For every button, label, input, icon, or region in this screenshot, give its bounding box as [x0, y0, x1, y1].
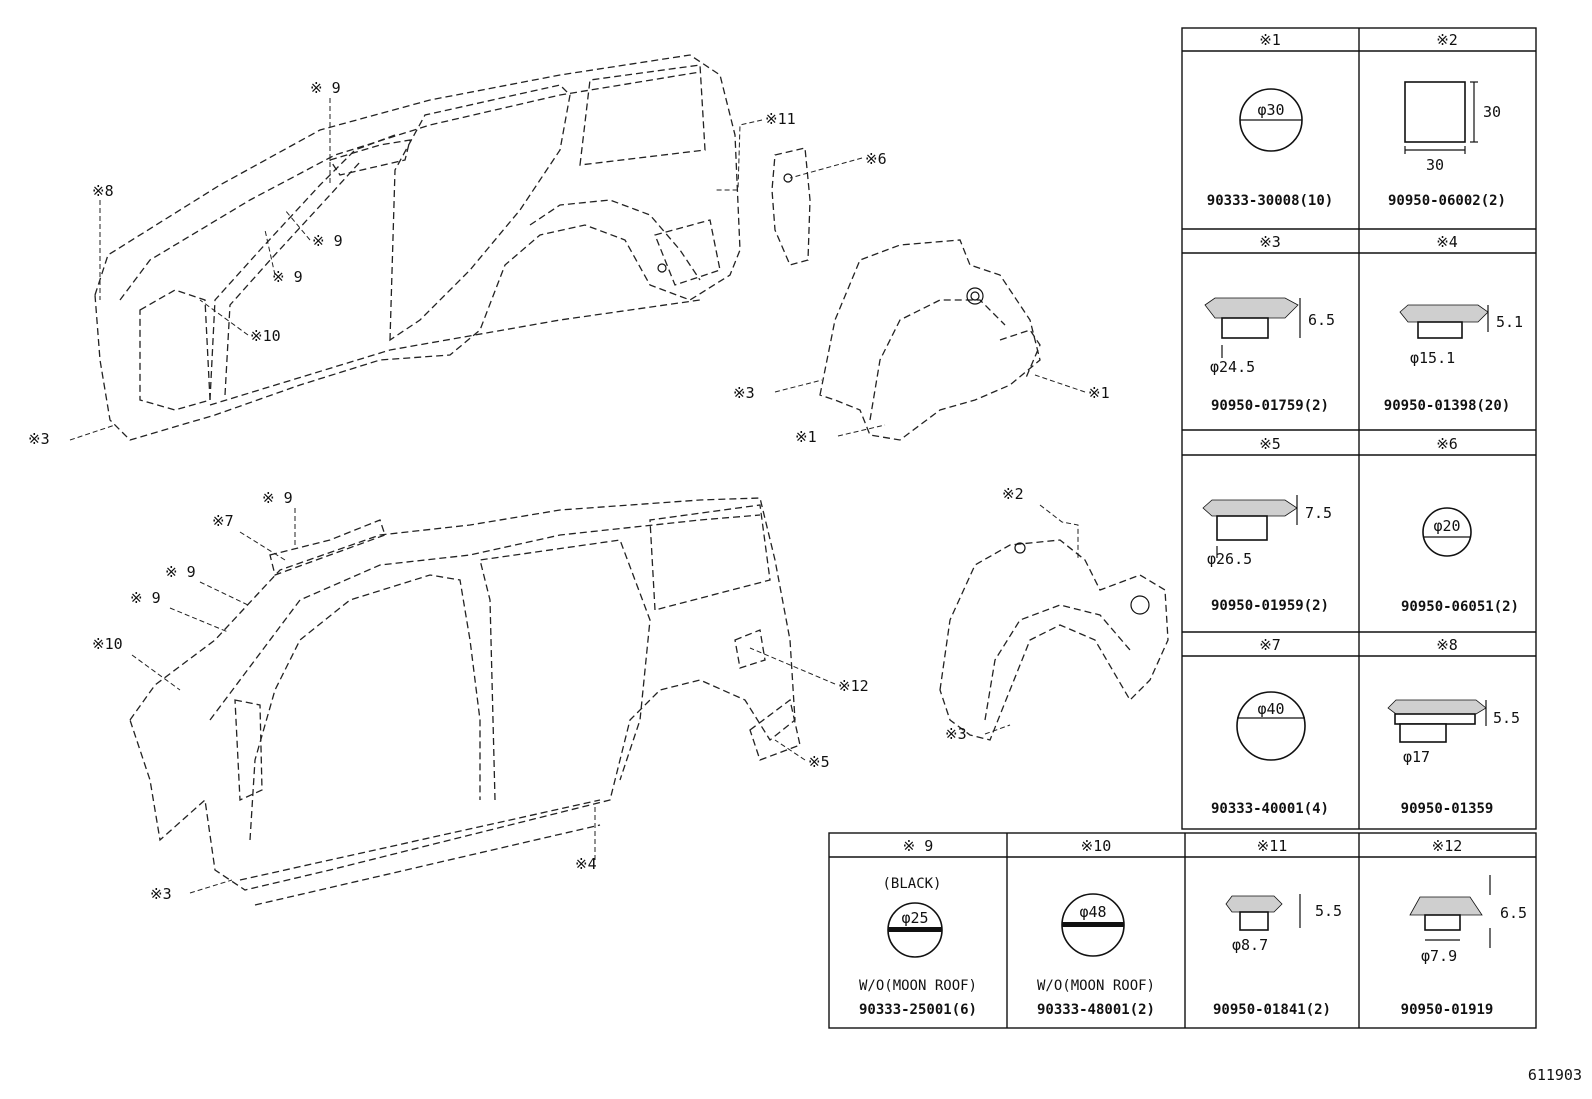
applicability-note: W/O(MOON ROOF): [859, 978, 977, 994]
spec-cell-2: ※2 30 30 90950-06002(2): [1388, 31, 1506, 209]
part-number: 90333-25001(6): [859, 1002, 977, 1018]
spec-cell-1: ※1 φ30 90333-30008(10): [1207, 31, 1333, 209]
dim-height: 6.5: [1308, 311, 1335, 329]
grommet-symbol: [1202, 499, 1298, 517]
cell-header: ※8: [1436, 636, 1458, 654]
spec-cell-9: ※ 9 (BLACK) φ25 W/O(MOON ROOF) 90333-250…: [859, 837, 977, 1018]
callout-lower-10: ※10: [92, 635, 123, 653]
part-number: 90950-01759(2): [1211, 398, 1329, 414]
spec-cell-8: ※8 5.5 φ17 90950-01359: [1387, 636, 1520, 817]
grommet-symbol: [1225, 895, 1283, 913]
dim-diameter: φ25: [901, 909, 928, 927]
part-number: 90950-06051(2): [1401, 599, 1519, 615]
spec-cell-10: ※10 φ48 W/O(MOON ROOF) 90333-48001(2): [1037, 837, 1155, 1018]
callout-upper-9-a: ※ 9: [312, 232, 343, 250]
cell-header: ※1: [1259, 31, 1281, 49]
cell-header: ※3: [1259, 233, 1281, 251]
dim-height: 5.5: [1315, 902, 1342, 920]
callout-upper-11: ※11: [765, 110, 796, 128]
dim-diameter: φ24.5: [1210, 358, 1255, 376]
color-note: (BLACK): [882, 876, 941, 892]
cell-header: ※2: [1436, 31, 1458, 49]
callout-lower-12: ※12: [838, 677, 869, 695]
callout-lower-4: ※4: [575, 855, 597, 873]
dim-height: 5.1: [1496, 313, 1523, 331]
part-number: 90333-40001(4): [1211, 801, 1329, 817]
callout-lower-3-wheelhouse: ※3: [945, 725, 967, 743]
callout-lower-5: ※5: [808, 753, 830, 771]
dim-height: 30: [1483, 103, 1501, 121]
dim-diameter: φ17: [1403, 748, 1430, 766]
callout-upper-6: ※6: [865, 150, 887, 168]
part-number: 90950-01919: [1401, 1002, 1494, 1018]
callout-upper-9-top: ※ 9: [310, 79, 341, 97]
callout-lower-9-a: ※ 9: [165, 563, 196, 581]
upper-callouts: ※ 9 ※11 ※6 ※8 ※ 9 ※ 9 ※10 ※3 ※3 ※1 ※1: [28, 79, 1110, 448]
callout-upper-3-left: ※3: [28, 430, 50, 448]
part-number: 90333-30008(10): [1207, 193, 1333, 209]
dim-width: 30: [1426, 156, 1444, 174]
cell-header: ※6: [1436, 435, 1458, 453]
spec-cell-3: ※3 6.5 φ24.5 90950-01759(2): [1204, 233, 1335, 414]
upper-wheelhouse-assembly: [819, 239, 1041, 441]
part-number: 90950-01359: [1401, 801, 1494, 817]
grommet-symbol: [1399, 304, 1489, 323]
callout-lower-9-top: ※ 9: [262, 489, 293, 507]
cell-header: ※12: [1432, 837, 1463, 855]
upper-quarter-bracket: [771, 147, 811, 266]
callout-upper-10: ※10: [250, 327, 281, 345]
dim-diameter: φ30: [1257, 101, 1284, 119]
lower-wheelhouse-assembly: [939, 539, 1169, 741]
cell-header: ※4: [1436, 233, 1458, 251]
upper-body-side-panel: [94, 54, 741, 441]
lower-body-side-panel: [129, 497, 801, 906]
dim-diameter: φ8.7: [1232, 936, 1268, 954]
callout-lower-3: ※3: [150, 885, 172, 903]
spec-cell-11: ※11 5.5 φ8.7 90950-01841(2): [1213, 837, 1342, 1018]
callout-upper-3-right: ※3: [733, 384, 755, 402]
dim-diameter: φ20: [1433, 517, 1460, 535]
dim-diameter: φ40: [1257, 700, 1284, 718]
round-plug-symbol: [1422, 507, 1472, 557]
dim-diameter: φ48: [1079, 903, 1106, 921]
dim-diameter: φ15.1: [1410, 349, 1455, 367]
cell-header: ※11: [1257, 837, 1288, 855]
dim-diameter: φ26.5: [1207, 550, 1252, 568]
callout-lower-7: ※7: [212, 512, 234, 530]
callout-upper-8: ※8: [92, 182, 114, 200]
part-number: 90950-01841(2): [1213, 1002, 1331, 1018]
part-number: 90950-01959(2): [1211, 598, 1329, 614]
part-number: 90333-48001(2): [1037, 1002, 1155, 1018]
spec-cell-4: ※4 5.1 φ15.1 90950-01398(20): [1384, 233, 1523, 414]
part-number: 90950-06002(2): [1388, 193, 1506, 209]
cell-header: ※10: [1081, 837, 1112, 855]
grommet-symbol: [1387, 699, 1487, 715]
part-number: 90950-01398(20): [1384, 398, 1510, 414]
callout-upper-9-b: ※ 9: [272, 268, 303, 286]
callout-upper-1-right: ※1: [1088, 384, 1110, 402]
lower-callouts: ※ 9 ※7 ※ 9 ※ 9 ※10 ※12 ※5 ※4 ※3 ※2 ※3: [92, 485, 1079, 903]
dim-height: 7.5: [1305, 504, 1332, 522]
callout-upper-1-bottom: ※1: [795, 428, 817, 446]
applicability-note: W/O(MOON ROOF): [1037, 978, 1155, 994]
square-patch-symbol: [1404, 81, 1466, 143]
grommet-symbol: [1409, 896, 1483, 916]
spec-cell-12: ※12 6.5 φ7.9 90950-01919: [1401, 837, 1527, 1018]
round-plug-symbol: [1236, 691, 1306, 761]
dim-height: 5.5: [1493, 709, 1520, 727]
cell-header: ※7: [1259, 636, 1281, 654]
plug-spec-table: [828, 27, 1537, 1029]
figure-id: 611903: [1528, 1066, 1582, 1084]
spec-cell-5: ※5 7.5 φ26.5 90950-01959(2): [1202, 435, 1332, 614]
callout-lower-2: ※2: [1002, 485, 1024, 503]
callout-lower-9-b: ※ 9: [130, 589, 161, 607]
dim-height: 6.5: [1500, 904, 1527, 922]
dim-diameter: φ7.9: [1421, 947, 1457, 965]
cell-header: ※5: [1259, 435, 1281, 453]
grommet-symbol: [1204, 297, 1299, 319]
spec-cell-7: ※7 φ40 90333-40001(4): [1211, 636, 1329, 817]
cell-header: ※ 9: [903, 837, 934, 855]
spec-cell-6: ※6 φ20 90950-06051(2): [1401, 435, 1519, 615]
